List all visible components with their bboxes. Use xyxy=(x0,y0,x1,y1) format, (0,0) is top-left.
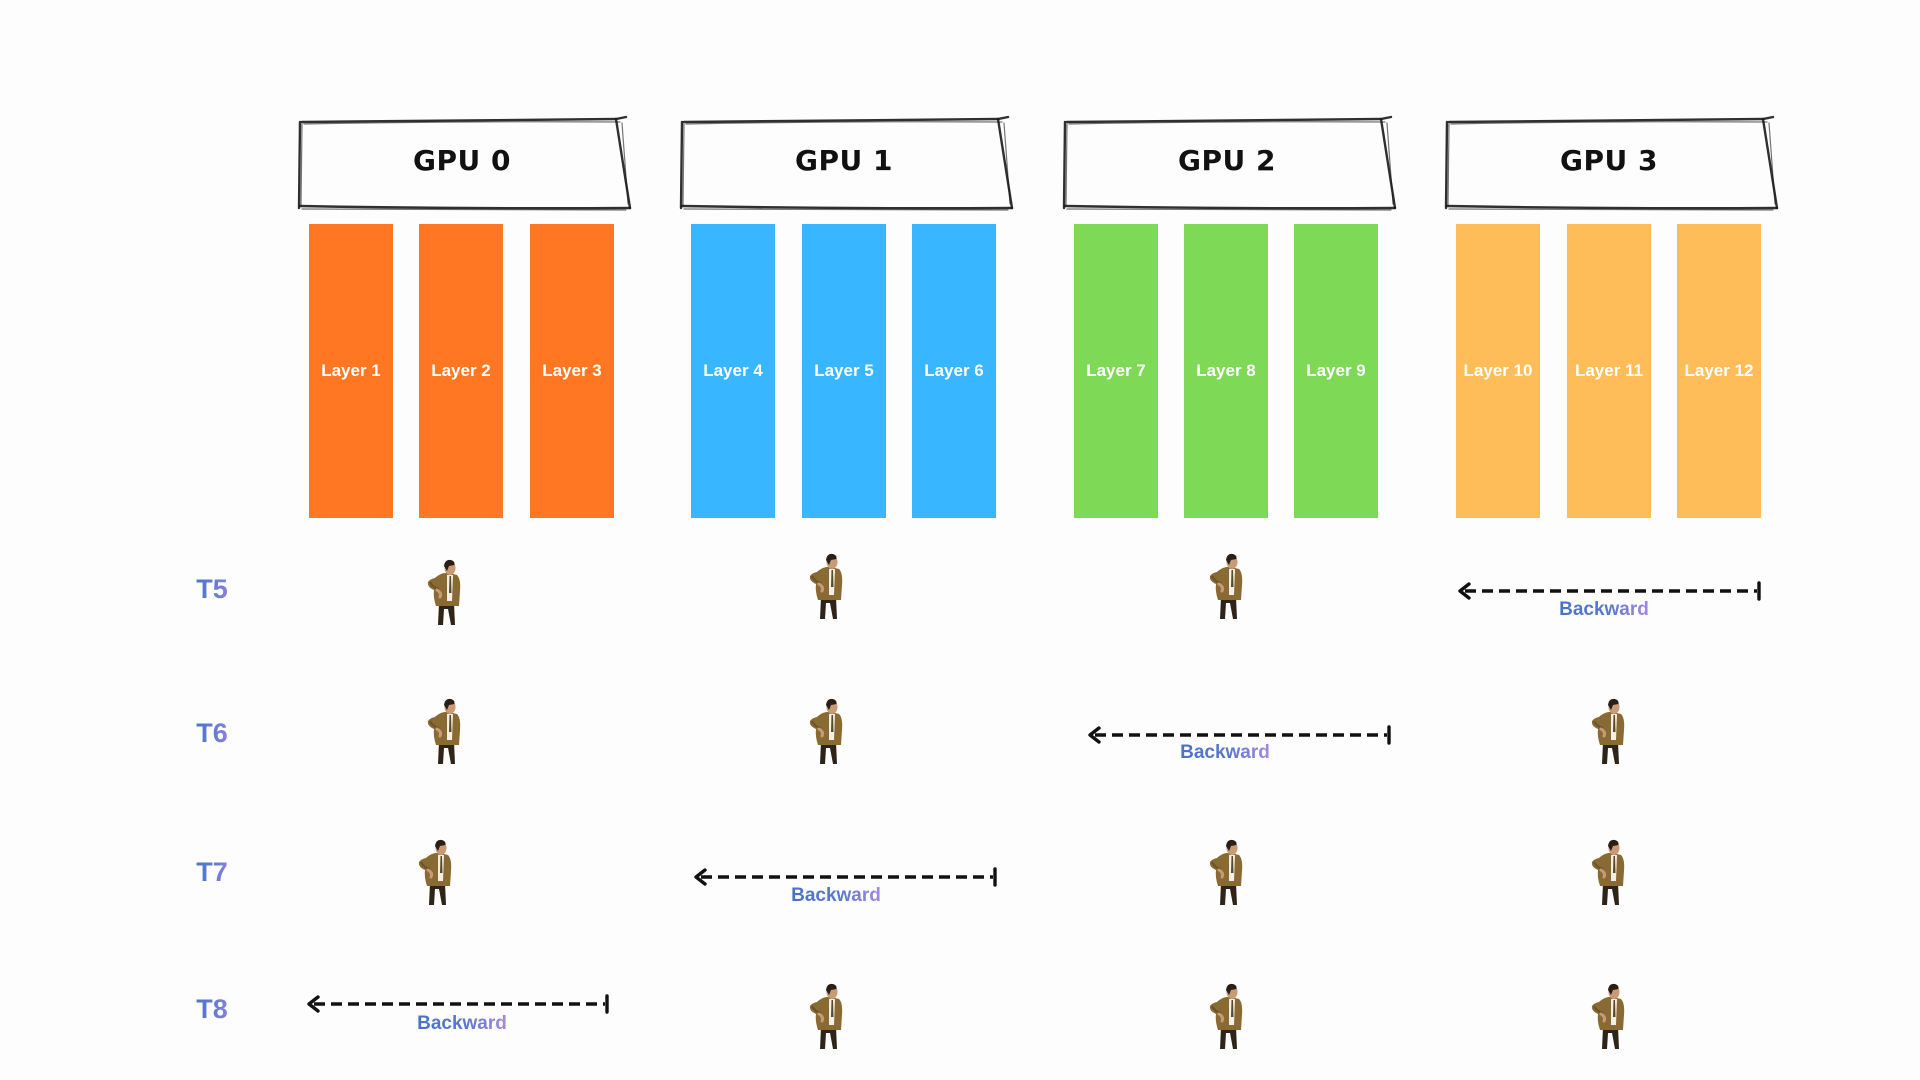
layer-label: Layer 2 xyxy=(431,361,491,380)
layer-bar-5: Layer 5 xyxy=(802,224,886,518)
sketch-border xyxy=(297,115,632,211)
layer-bar-2: Layer 2 xyxy=(419,224,503,518)
layer-label: Layer 12 xyxy=(1684,361,1754,380)
waiting-person-icon xyxy=(1588,981,1634,1055)
backward-label-t7: Backward xyxy=(791,885,881,906)
sketch-stroke xyxy=(685,121,1003,125)
left-arrow-icon xyxy=(1088,725,1391,745)
sketch-stroke xyxy=(301,208,627,211)
layer-bar-4: Layer 4 xyxy=(691,224,775,518)
sketch-stroke xyxy=(1065,123,1068,207)
gpu-title: GPU 1 xyxy=(795,144,893,177)
timestep-label-t6: T6 xyxy=(190,718,234,749)
waiting-person-icon xyxy=(1206,837,1252,911)
timestep-label-t5: T5 xyxy=(190,574,234,605)
sketch-stroke xyxy=(303,121,621,125)
gpu-title: GPU 3 xyxy=(1560,144,1658,177)
arrow-head xyxy=(1088,726,1101,744)
waiting-person-icon xyxy=(806,696,852,770)
sketch-stroke xyxy=(1448,208,1774,211)
waiting-person-icon xyxy=(424,557,470,631)
waiting-person-icon xyxy=(415,837,461,911)
sketch-stroke xyxy=(1386,122,1394,205)
layer-bar-12: Layer 12 xyxy=(1677,224,1761,518)
layer-bar-10: Layer 10 xyxy=(1456,224,1540,518)
sketch-stroke xyxy=(1447,123,1450,207)
backward-arrow-t7 xyxy=(693,867,997,887)
layer-label: Layer 7 xyxy=(1086,361,1146,380)
sketch-border xyxy=(1062,115,1397,211)
sketch-stroke xyxy=(1444,120,1449,210)
waiting-person-icon xyxy=(1588,837,1634,911)
layer-label: Layer 9 xyxy=(1306,361,1366,380)
waiting-person-icon xyxy=(1588,696,1634,770)
gpu-box-3: GPU 3 xyxy=(1444,115,1779,211)
layer-bar-7: Layer 7 xyxy=(1074,224,1158,518)
arrow-head xyxy=(307,995,320,1013)
backward-label-t5: Backward xyxy=(1559,599,1649,620)
sketch-stroke xyxy=(682,123,685,207)
layer-bar-11: Layer 11 xyxy=(1567,224,1651,518)
waiting-person-icon xyxy=(806,981,852,1055)
waiting-person-icon xyxy=(424,696,470,770)
sketch-stroke xyxy=(679,120,684,210)
timestep-label-t7: T7 xyxy=(190,857,234,888)
backward-arrow-t6 xyxy=(1087,725,1391,745)
sketch-stroke xyxy=(300,123,303,207)
layer-label: Layer 3 xyxy=(542,361,602,380)
waiting-person-icon xyxy=(806,551,852,625)
sketch-stroke xyxy=(1063,204,1397,210)
layer-bar-8: Layer 8 xyxy=(1184,224,1268,518)
backward-arrow-t8 xyxy=(306,994,609,1014)
sketch-stroke xyxy=(680,204,1014,210)
sketch-stroke xyxy=(1445,204,1779,210)
layer-label: Layer 5 xyxy=(814,361,874,380)
sketch-border xyxy=(679,115,1014,211)
gpu-box-2: GPU 2 xyxy=(1062,115,1397,211)
arrow-head xyxy=(1458,582,1471,600)
left-arrow-icon xyxy=(694,867,997,887)
layer-label: Layer 1 xyxy=(321,361,381,380)
sketch-stroke xyxy=(1450,121,1768,125)
layer-bar-1: Layer 1 xyxy=(309,224,393,518)
waiting-person-icon xyxy=(1206,551,1252,625)
sketch-stroke xyxy=(1768,122,1776,205)
sketch-stroke xyxy=(1003,122,1011,205)
backward-arrow-t5 xyxy=(1457,581,1761,601)
gpu-box-0: GPU 0 xyxy=(297,115,632,211)
sketch-border xyxy=(1444,115,1779,211)
sketch-stroke xyxy=(1066,208,1392,211)
layer-label: Layer 8 xyxy=(1196,361,1256,380)
backward-label-t6: Backward xyxy=(1180,742,1270,763)
layer-bar-9: Layer 9 xyxy=(1294,224,1378,518)
layer-label: Layer 4 xyxy=(703,361,763,380)
waiting-person-icon xyxy=(1206,981,1252,1055)
sketch-stroke xyxy=(297,120,302,210)
sketch-stroke xyxy=(683,208,1009,211)
sketch-stroke xyxy=(1062,120,1067,210)
layer-label: Layer 10 xyxy=(1463,361,1533,380)
sketch-stroke xyxy=(1068,121,1386,125)
layer-bar-3: Layer 3 xyxy=(530,224,614,518)
sketch-stroke xyxy=(298,204,632,210)
left-arrow-icon xyxy=(307,994,609,1014)
gpu-title: GPU 2 xyxy=(1178,144,1276,177)
gpu-box-1: GPU 1 xyxy=(679,115,1014,211)
backward-label-t8: Backward xyxy=(417,1013,507,1034)
left-arrow-icon xyxy=(1458,581,1761,601)
arrow-head xyxy=(694,868,707,886)
sketch-stroke xyxy=(621,122,629,205)
timestep-label-t8: T8 xyxy=(190,994,234,1025)
layer-label: Layer 11 xyxy=(1574,361,1644,380)
gpu-title: GPU 0 xyxy=(413,144,511,177)
layer-label: Layer 6 xyxy=(924,361,984,380)
layer-bar-6: Layer 6 xyxy=(912,224,996,518)
